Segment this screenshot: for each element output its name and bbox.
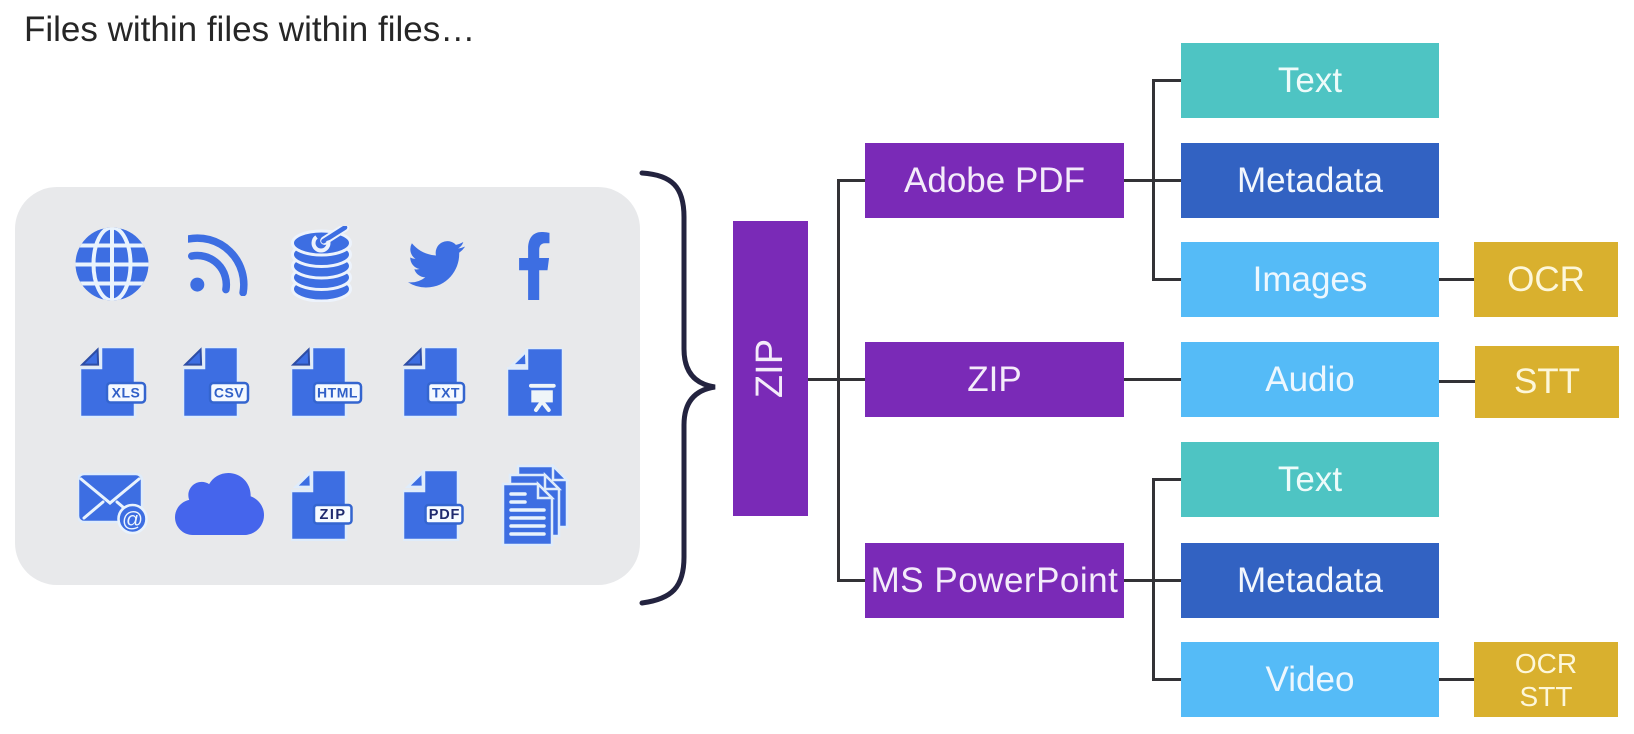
svg-text:PDF: PDF <box>429 507 460 523</box>
svg-text:TXT: TXT <box>432 385 460 401</box>
svg-text:@: @ <box>122 509 143 532</box>
svg-text:CSV: CSV <box>214 385 244 401</box>
svg-text:ZIP: ZIP <box>319 507 346 523</box>
svg-text:HTML: HTML <box>317 385 358 401</box>
svg-text:XLS: XLS <box>112 385 141 401</box>
